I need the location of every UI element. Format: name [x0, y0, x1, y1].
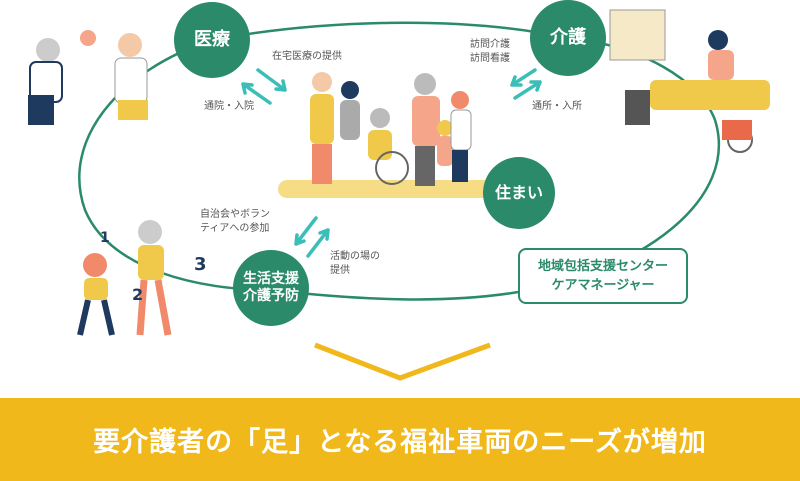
- label-activity: 活動の場の 提供: [330, 250, 380, 277]
- center-box-line2: ケアマネージャー: [551, 278, 655, 293]
- label-visit-care-1: 訪問介護: [470, 39, 510, 50]
- node-care: 介護: [530, 0, 606, 76]
- exercise-illustration: [77, 220, 172, 336]
- doctor-consultation-illustration: [28, 30, 148, 125]
- center-box-line1: 地域包括支援センター: [537, 258, 668, 274]
- exercise-number-2: 2: [132, 285, 144, 304]
- exchange-arrows: [241, 68, 542, 258]
- label-visit-care-2: 訪問看護: [470, 52, 510, 64]
- label-hospital: 通院・入院: [204, 101, 254, 112]
- node-medical: 医療: [174, 2, 250, 78]
- exercise-number-3: 3: [194, 254, 207, 275]
- node-life-support: 生活支援 介護予防: [233, 250, 309, 326]
- node-life-support-line1: 生活支援: [243, 271, 299, 288]
- label-community: 自治会やボラン ティアへの参加: [200, 208, 270, 235]
- down-chevron: [314, 342, 491, 381]
- label-activity-1: 活動の場の: [330, 251, 380, 262]
- community-center-box: 地域包括支援センター ケアマネージャー: [518, 248, 688, 304]
- label-day-service: 通所・入所: [532, 101, 582, 112]
- conclusion-banner: 要介護者の「足」となる福祉車両のニーズが増加: [0, 398, 800, 481]
- family-platform: [278, 180, 518, 198]
- label-home-medical: 在宅医療の提供: [272, 51, 342, 62]
- label-community-1: 自治会やボラン: [200, 209, 270, 220]
- label-activity-2: 提供: [330, 264, 350, 276]
- bedside-care-illustration: [609, 9, 770, 153]
- family-illustration: [310, 72, 472, 186]
- exercise-number-1: 1: [100, 230, 110, 246]
- diagram-lines: [28, 9, 770, 381]
- node-housing: 住まい: [483, 157, 555, 229]
- label-visit-care: 訪問介護 訪問看護: [470, 38, 510, 65]
- label-community-2: ティアへの参加: [200, 222, 270, 234]
- node-life-support-line2: 介護予防: [243, 288, 299, 304]
